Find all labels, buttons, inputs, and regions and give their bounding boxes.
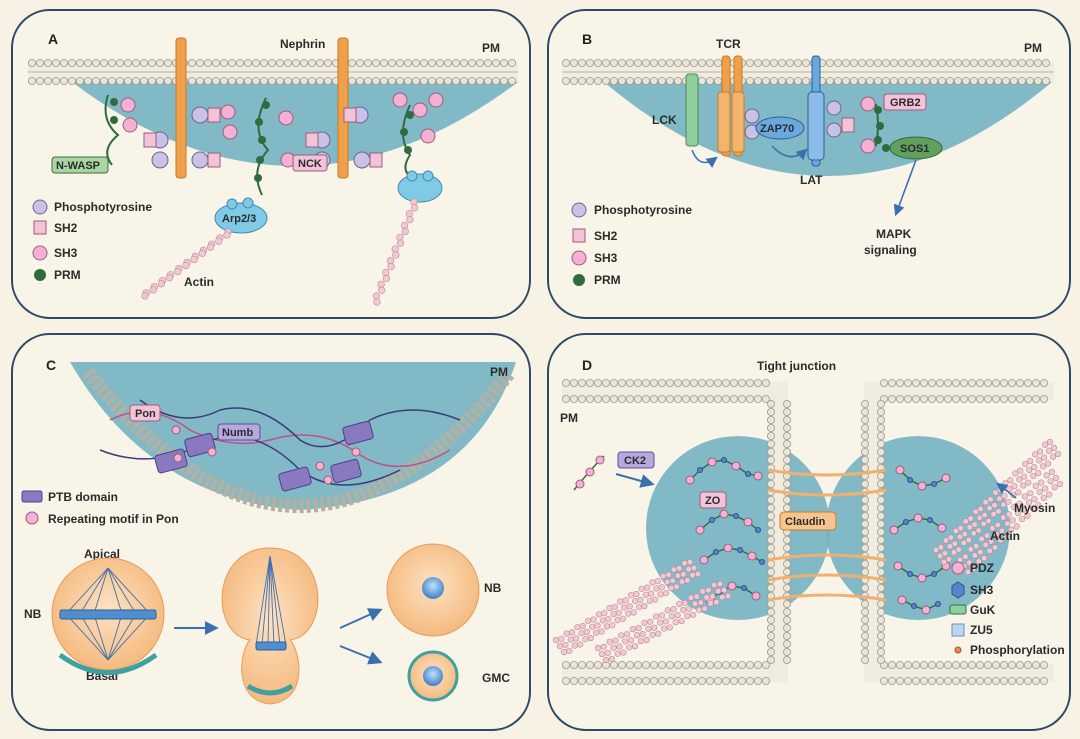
panel-b: B PM TCR LCK ZAP70 LAT [547, 9, 1071, 319]
zap70-label: ZAP70 [760, 123, 794, 135]
lat-label: LAT [800, 173, 823, 187]
plasma-membrane [562, 378, 1054, 686]
sos1-oval [889, 136, 943, 160]
legend-pdz: PDZ [970, 561, 994, 575]
mapk-label: MAPK [876, 227, 912, 241]
signaling-label: signaling [864, 243, 917, 257]
myosin-label: Myosin [1014, 501, 1055, 515]
nb-left-label: NB [24, 607, 42, 621]
pon-motifs [171, 425, 361, 485]
zo-chains [685, 457, 951, 615]
panel-d-letter: D [582, 357, 592, 373]
numb-tag [217, 423, 261, 441]
tight-junction-title: Tight junction [757, 359, 836, 373]
numb-label: Numb [222, 427, 253, 439]
claudin-tag [779, 511, 837, 531]
gmc-label: GMC [482, 671, 510, 685]
pm-label: PM [482, 41, 500, 55]
legend-phosphorylation: Phosphorylation [970, 643, 1065, 657]
nephrin-label: Nephrin [280, 37, 325, 51]
panel-c-letter: C [46, 357, 56, 373]
legend-phosphotyrosine: Phosphotyrosine [594, 203, 692, 217]
arp23-complex [397, 173, 443, 203]
pm-label: PM [560, 411, 578, 425]
panel-c: C PM Pon Numb PTB domai [11, 333, 531, 731]
plasma-membrane [562, 59, 1054, 86]
legend-guk: GuK [970, 603, 996, 617]
apical-label: Apical [84, 547, 120, 561]
zap70-oval [755, 116, 805, 140]
legend-prm: PRM [594, 273, 621, 287]
sos1-label: SOS1 [900, 143, 929, 155]
grb2-tag [883, 93, 927, 111]
zo-tag [699, 491, 727, 509]
actin-label: Actin [184, 275, 214, 289]
legend-c: PTB domain Repeating motif in Pon [21, 490, 179, 526]
zo-label: ZO [705, 495, 721, 507]
nck-tag [292, 154, 328, 172]
plasma-membrane [27, 59, 518, 86]
nck-label: NCK [298, 158, 322, 170]
tcr-label: TCR [716, 37, 741, 51]
legend-phosphotyrosine: Phosphotyrosine [54, 200, 152, 214]
grb2-label: GRB2 [890, 97, 921, 109]
pon-label: Pon [135, 408, 156, 420]
panel-a-letter: A [48, 31, 58, 47]
legend-sh3: SH3 [594, 251, 618, 265]
nephrin-bar [175, 37, 187, 179]
legend-sh3: SH3 [54, 246, 78, 260]
panel-a: A PM Nephrin N-WASP [11, 9, 531, 319]
pm-label: PM [1024, 41, 1042, 55]
lck-bar [685, 73, 699, 147]
actin-label: Actin [990, 529, 1020, 543]
arp23-complex [214, 202, 268, 234]
lck-label: LCK [652, 113, 677, 127]
ck2-tag [617, 451, 655, 469]
legend-sh2: SH2 [54, 221, 78, 235]
legend-zu5: ZU5 [970, 623, 993, 637]
pm-label: PM [490, 365, 508, 379]
tcr-complex [717, 55, 745, 157]
dividing-cell [221, 547, 319, 705]
claudin-strands [767, 468, 887, 602]
legend-ptb: PTB domain [48, 490, 118, 504]
legend-sh3: SH3 [970, 583, 994, 597]
legend-prm: PRM [54, 268, 81, 282]
legend-pon-motif: Repeating motif in Pon [48, 512, 179, 526]
curved-membrane [82, 367, 516, 513]
legend-a: Phosphotyrosine SH2 SH3 PRM [32, 199, 152, 282]
nck-modules [143, 92, 444, 169]
actin-filament [141, 198, 419, 306]
panel-d: D Tight junction PM CK2 ZO [547, 333, 1071, 731]
ptb-domains [154, 420, 374, 492]
prm-beads [254, 101, 414, 182]
legend-sh2: SH2 [594, 229, 618, 243]
pon-tag [129, 404, 161, 422]
legend-d: PDZ SH3 GuK ZU5 Phosphorylation [949, 561, 1065, 657]
n-wasp-label: N-WASP [56, 160, 100, 172]
n-wasp-tag [51, 156, 109, 174]
nb-right-label: NB [484, 581, 502, 595]
panel-b-letter: B [582, 31, 592, 47]
claudin-label: Claudin [785, 516, 826, 528]
legend-b: Phosphotyrosine SH2 SH3 PRM [571, 202, 692, 287]
actin-bundles [552, 438, 1064, 664]
arp23-label: Arp2/3 [222, 213, 256, 225]
ck2-label: CK2 [624, 455, 646, 467]
